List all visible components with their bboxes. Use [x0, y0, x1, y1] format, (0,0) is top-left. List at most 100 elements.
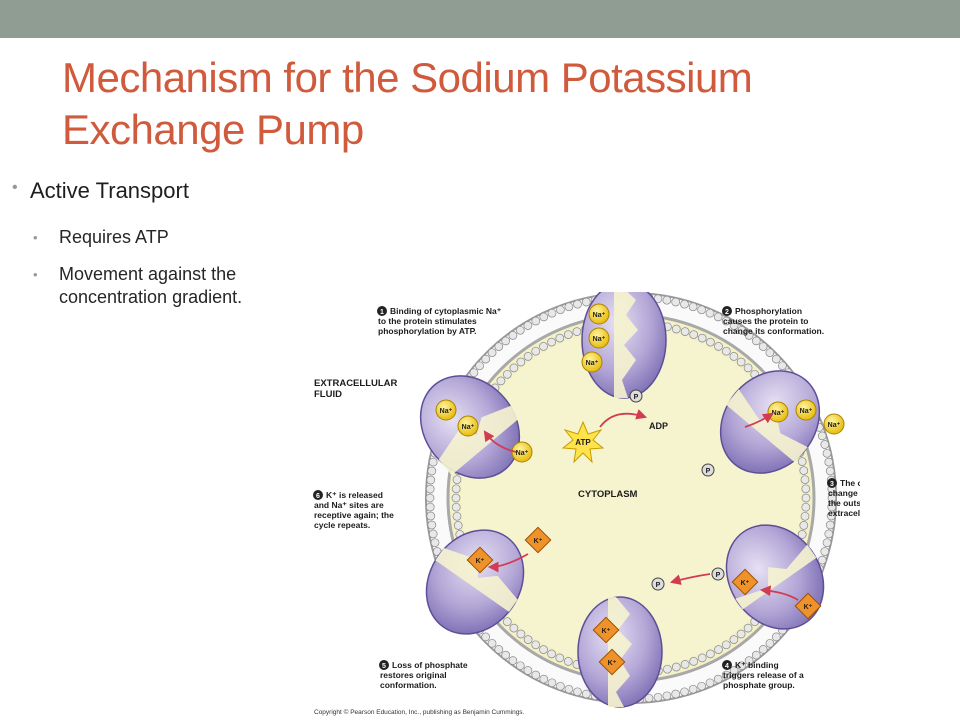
phospholipid-head [721, 670, 731, 680]
phospholipid-head [671, 689, 681, 699]
phospholipid-head [827, 493, 837, 503]
bullet-text: Active Transport [30, 178, 189, 203]
phospholipid-head [680, 687, 689, 697]
phospholipid-head [426, 511, 436, 521]
svg-text:5: 5 [382, 663, 386, 670]
top-accent-bar [0, 0, 960, 38]
phospholipid-head [452, 511, 462, 521]
phospholipid-head [680, 327, 690, 336]
phospholipid-head [825, 466, 835, 476]
phospholipid-head [671, 662, 681, 672]
phospholipid-head [539, 342, 548, 351]
phospholipid-head [689, 657, 699, 666]
atp-to-adp-arrow [599, 409, 648, 428]
phospholipid-head [662, 295, 672, 305]
sodium-potassium-pump-diagram: Na⁺ Na⁺ Na⁺ Na⁺ Na⁺ Na⁺ Na⁺ Na⁺ Na⁺ K⁺ K… [313, 292, 860, 716]
phospholipid-head [453, 521, 463, 530]
phospholipid-head [502, 369, 512, 379]
svg-text:P: P [706, 468, 711, 475]
cytoplasm-label: CYTOPLASM [578, 489, 638, 500]
svg-text:ATP: ATP [575, 438, 591, 447]
phospholipid-head [427, 466, 437, 476]
phospholipid-head [663, 664, 672, 674]
phospholipid-head [425, 493, 435, 503]
phospholipid-head [765, 638, 775, 648]
phospholipid-head [697, 333, 707, 343]
phospholipid-head [487, 638, 497, 648]
svg-text:Na⁺: Na⁺ [593, 312, 606, 319]
phospholipid-head [556, 305, 565, 315]
phospholipid-head [744, 656, 754, 665]
svg-text:P: P [656, 582, 661, 589]
svg-text:K⁺: K⁺ [804, 604, 813, 611]
phospholipid-head [581, 297, 591, 307]
phospholipid-head [515, 325, 525, 335]
svg-text:P: P [634, 394, 639, 401]
phospholipid-head [680, 660, 690, 669]
svg-text:3: 3 [830, 481, 834, 488]
phospholipid-head [689, 330, 699, 339]
phospholipid-head [778, 361, 787, 371]
phospholipid-head [800, 511, 810, 521]
phospholipid-head [508, 331, 518, 340]
phospholipid-head [799, 466, 809, 475]
svg-text:6: 6 [316, 493, 320, 500]
phospholipid-head [451, 493, 461, 503]
phospholipid-head [494, 342, 504, 351]
svg-text:P: P [716, 572, 721, 579]
phospholipid-head [547, 308, 557, 318]
phospholipid-head [531, 346, 541, 356]
svg-text:Na⁺: Na⁺ [462, 424, 475, 431]
phospholipid-head [644, 693, 654, 703]
phospholipid-head [820, 547, 830, 556]
phospholipid-head [822, 448, 832, 458]
phospholipid-head [697, 653, 707, 663]
phospholipid-head [765, 348, 775, 358]
na-expel-arrow [744, 412, 774, 428]
phospholipid-head [705, 308, 715, 318]
sodium-ions: Na⁺ Na⁺ Na⁺ Na⁺ Na⁺ Na⁺ Na⁺ Na⁺ Na⁺ [435, 303, 845, 463]
phospholipid-head [487, 348, 497, 358]
phospholipid-head [564, 684, 574, 694]
phospholipid-head [539, 674, 549, 684]
phosphate-groups: P P P P [629, 389, 725, 591]
phospholipid-head [563, 657, 573, 666]
svg-text:K⁺: K⁺ [534, 538, 543, 545]
phospholipid-head [573, 687, 582, 697]
phospholipid-head [744, 331, 754, 340]
phospholipid-head [721, 346, 731, 356]
phospholipid-head [452, 475, 462, 485]
phospholipid-head [729, 352, 739, 361]
bullet-dot: • [33, 230, 38, 245]
phospholipid-head [475, 361, 484, 371]
phospholipid-head [697, 681, 706, 691]
phospholipid-head [688, 684, 698, 694]
phospholipid-head [736, 357, 746, 367]
phospholipid-head [671, 297, 681, 307]
phospholipid-head [797, 457, 807, 466]
phospholipid-head [729, 635, 739, 644]
phospholipid-head [706, 337, 715, 347]
phospholipid-head [523, 352, 533, 361]
phospholipid-head [425, 484, 435, 494]
svg-text:Na⁺: Na⁺ [772, 410, 785, 417]
phospholipid-head [523, 321, 533, 330]
phospholipid-head [827, 502, 837, 512]
phospholipid-head [531, 640, 541, 650]
phospholipid-head [737, 661, 747, 671]
phospholipid-head [547, 678, 557, 688]
phospholipid-head [509, 363, 519, 373]
phospholipid-head [516, 629, 526, 639]
bullet-dot: • [33, 267, 38, 282]
svg-text:K⁺: K⁺ [741, 580, 750, 587]
na-entry-arrow [483, 430, 517, 453]
phospholipid-head [771, 354, 781, 364]
svg-text:Na⁺: Na⁺ [593, 336, 606, 343]
phospholipid-head [653, 692, 663, 702]
phospholipid-head [426, 475, 436, 485]
phospholipid-head [496, 376, 506, 386]
